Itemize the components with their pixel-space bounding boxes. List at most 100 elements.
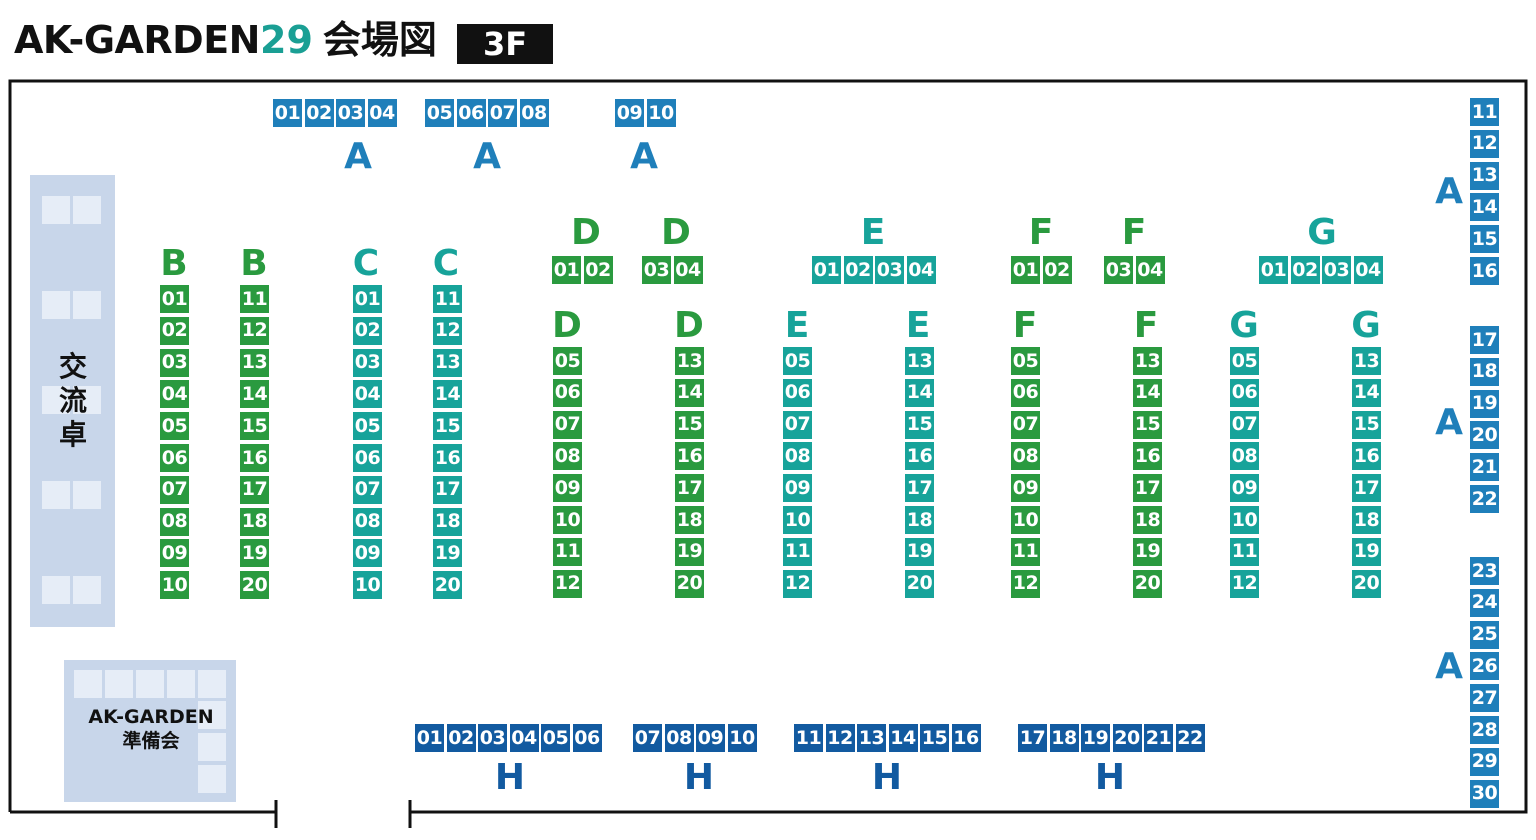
booth-cell: 04 [367,99,397,127]
block-label-e: E [905,305,931,346]
booth-cell: 30 [1470,779,1499,808]
block-label-b: B [240,243,268,284]
booth-cell: 09 [353,539,382,568]
booth-cell: 03 [1322,256,1351,284]
block-label-f: F [1028,212,1054,253]
booth-cell: 09 [553,474,582,503]
booth-cell: 01 [1259,256,1288,284]
booth-cell: 15 [1133,410,1162,439]
booth-cell: 18 [433,507,462,536]
floor-badge: 3F [457,24,553,64]
booth-cell: 07 [353,475,382,504]
booth-cell: 15 [433,412,462,441]
booth-cell: 19 [1133,537,1162,566]
block-label-h: H [683,757,715,798]
booth-cell: 02 [583,256,613,284]
booth-cell: 17 [433,475,462,504]
booth-cell: 10 [783,506,812,534]
booth-cell: 11 [794,724,823,752]
booth-cell: 12 [783,569,812,598]
title-event-number: 29 [260,18,313,62]
booth-cell: 16 [1352,442,1381,471]
booth-cell: 15 [920,724,949,752]
booth-cell: 02 [353,316,382,345]
booth-cell: 20 [433,571,462,600]
booth-cell: 20 [1133,569,1162,598]
booth-cell: 17 [1470,326,1499,354]
block-label-g: G [1307,212,1337,253]
booth-cell: 13 [1133,347,1162,375]
booth-cell: 04 [353,380,382,409]
booth-cell: 20 [1112,724,1142,752]
booth-cell: 08 [353,507,382,536]
booth-cell: 05 [553,347,582,375]
block-label-a: A [1435,402,1463,443]
booth-cell: 10 [727,724,757,752]
booth-cell: 04 [160,380,189,409]
booth-cell: 07 [1230,410,1259,439]
exchange-table-seats [42,196,101,604]
block-label-f: F [1012,305,1038,346]
booth-cell: 21 [1470,453,1499,482]
booth-cell: 16 [1470,257,1499,285]
exchange-table-label: 交流卓 [58,350,87,451]
booth-cell: 17 [1133,474,1162,503]
booth-cell: 14 [905,378,934,407]
booth-cell: 08 [1230,442,1259,471]
booth-cell: 16 [1133,442,1162,471]
block-label-d: D [552,305,582,346]
booth-cell: 01 [812,256,841,284]
booth-cell: 01 [415,724,444,752]
booth-cell: 29 [1470,747,1499,776]
block-label-a: A [1435,646,1463,687]
booth-cell: 28 [1470,716,1499,744]
block-label-h: H [494,757,526,798]
block-label-a: A [344,136,372,177]
booth-cell: 22 [1175,724,1205,752]
booth-cell: 04 [509,724,539,752]
booth-cell: 03 [336,99,365,127]
booth-cell: 17 [675,474,704,503]
title-event-name: AK-GARDEN [14,18,261,62]
room-wall [8,79,1528,814]
booth-cell: 10 [646,99,676,127]
booth-cell: 08 [1011,442,1040,471]
block-label-e: E [860,212,886,253]
block-label-h: H [1094,757,1126,798]
booth-cell: 17 [1352,474,1381,503]
block-label-g: G [1351,305,1381,346]
booth-cell: 18 [1049,724,1079,752]
booth-cell: 09 [696,724,725,752]
block-label-b: B [160,243,188,284]
booth-cell: 16 [433,444,462,472]
booth-cell: 21 [1144,724,1173,752]
block-label-f: F [1121,212,1147,253]
booth-cell: 11 [783,537,812,566]
booth-cell: 03 [160,348,189,377]
block-label-e: E [784,305,810,346]
booth-cell: 06 [553,378,582,407]
booth-cell: 09 [160,539,189,568]
booth-cell: 10 [160,571,189,600]
booth-cell: 03 [1104,256,1133,284]
block-label-a: A [473,136,501,177]
booth-cell: 02 [1290,256,1320,284]
booth-cell: 12 [1230,569,1259,598]
block-label-c: C [432,243,460,284]
booth-cell: 12 [1011,569,1040,598]
booth-cell: 18 [1470,357,1499,386]
booth-cell: 06 [783,378,812,407]
booth-cell: 05 [1011,347,1040,375]
booth-cell: 16 [240,444,269,472]
booth-cell: 03 [478,724,507,752]
booth-cell: 15 [675,410,704,439]
booth-cell: 12 [1470,129,1499,158]
block-label-h: H [871,757,903,798]
booth-cell: 09 [1011,474,1040,503]
booth-cell: 15 [1352,410,1381,439]
booth-cell: 25 [1470,620,1499,649]
booth-cell: 02 [304,99,334,127]
booth-cell: 08 [519,99,549,127]
booth-cell: 05 [541,724,570,752]
